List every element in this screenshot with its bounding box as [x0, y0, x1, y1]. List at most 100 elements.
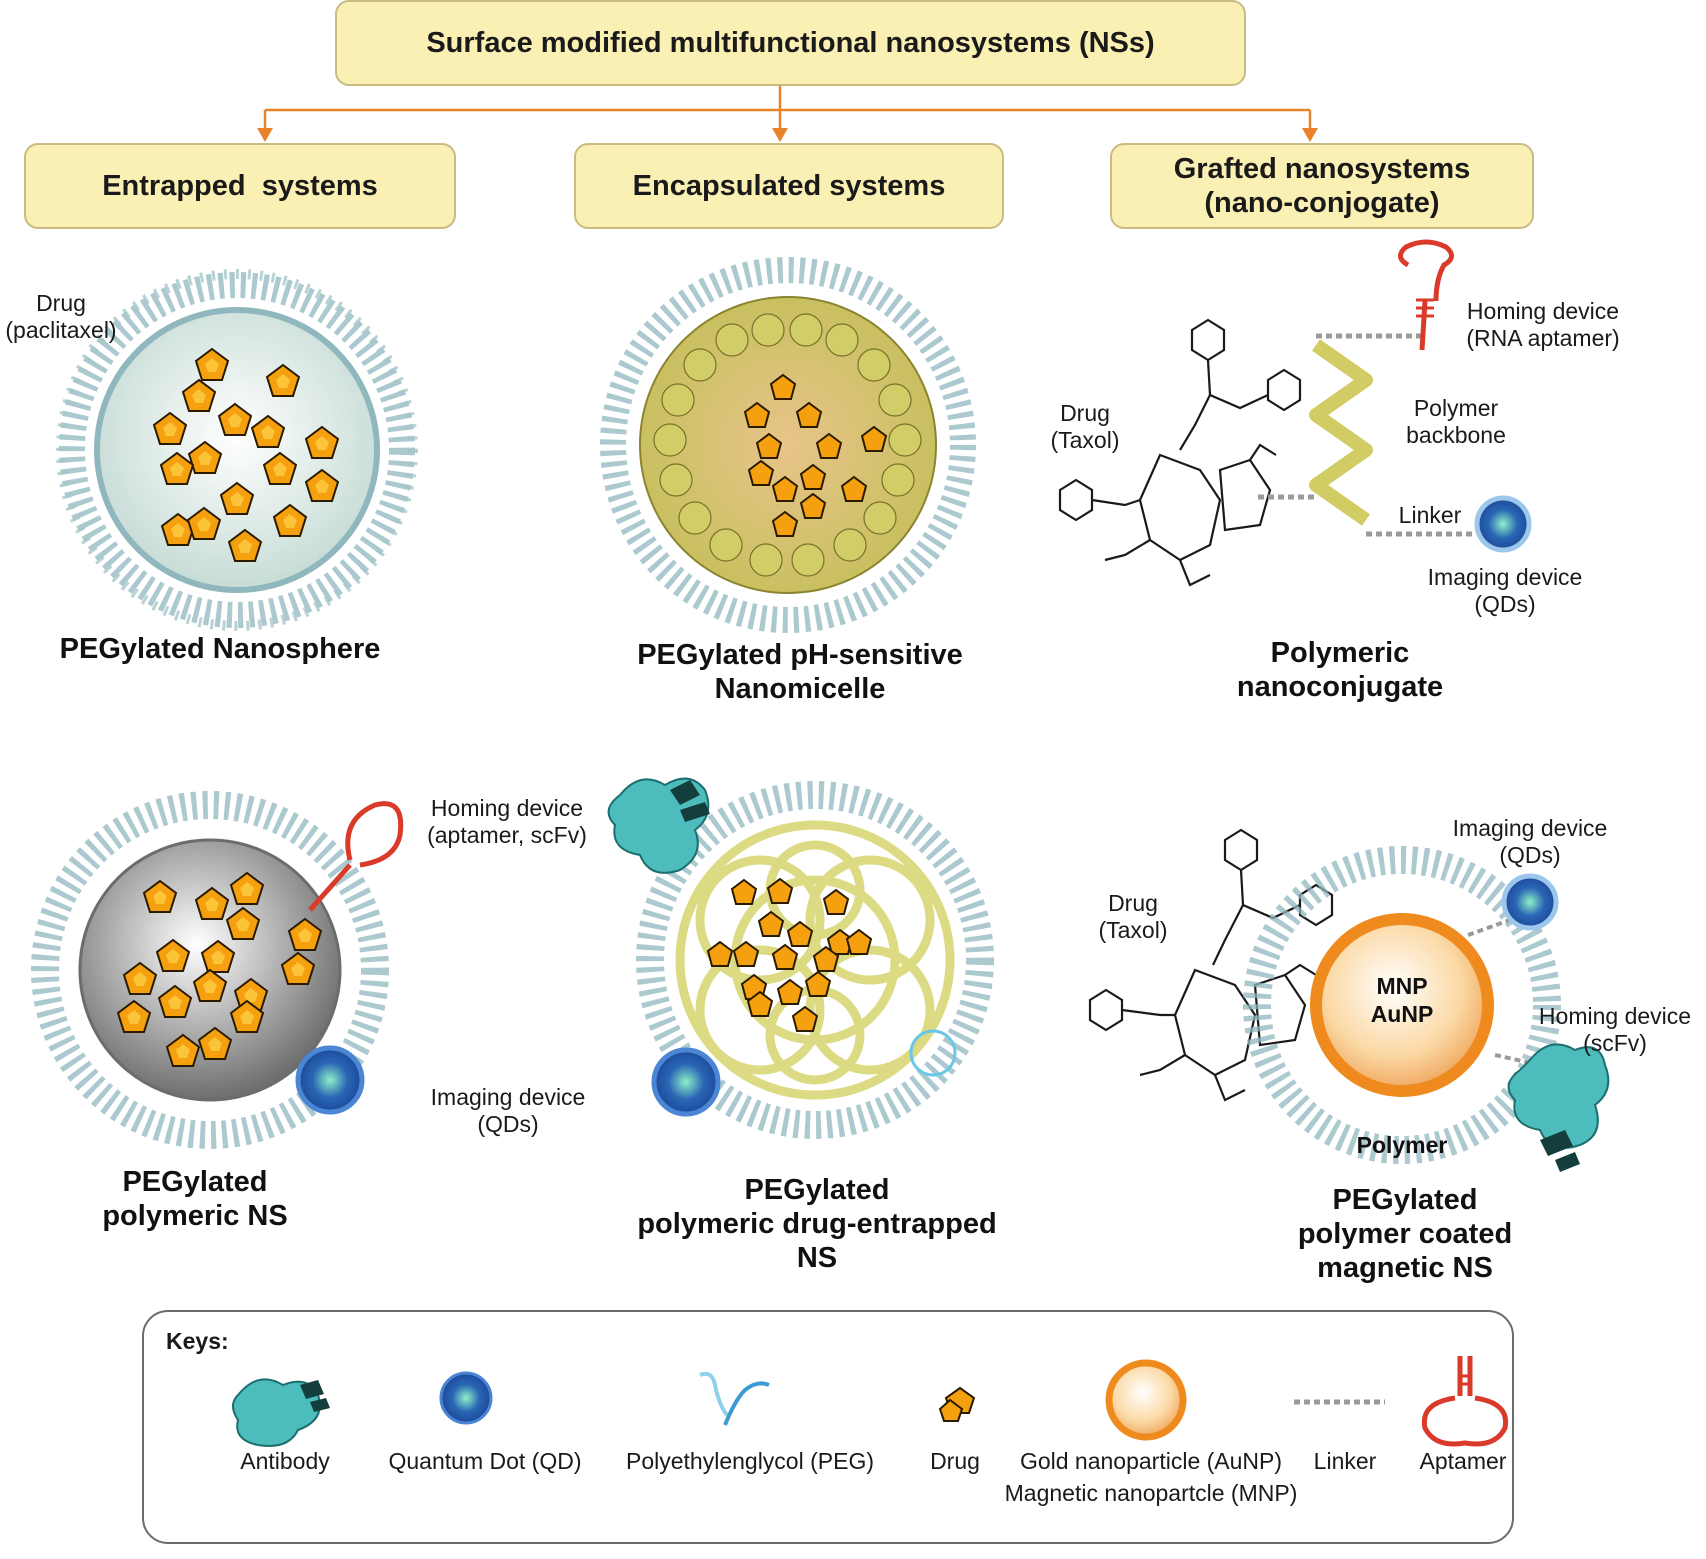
key-peg-label: Polyethylenglycol (PEG) — [626, 1448, 874, 1474]
conjugate-backbone-line1: Polymer — [1413, 395, 1499, 421]
nanosphere-title: PEGylated Nanosphere — [59, 633, 381, 665]
polymeric-ns-title-line1: PEGylated — [122, 1166, 268, 1198]
key-gold-icon — [1105, 1359, 1187, 1441]
magnetic-drug-label: Drug (Taxol) — [1088, 890, 1178, 944]
conjugate-drug-line2: (Taxol) — [1050, 427, 1120, 453]
category-encapsulated: Encapsulated systems — [574, 143, 1004, 229]
entrapped-imaging-label: Imaging device (QDs) — [418, 1084, 598, 1138]
micelle-title: PEGylated pH-sensitive Nanomicelle — [600, 638, 1000, 706]
polymer-backbone — [1309, 339, 1373, 526]
magnetic-title: PEGylated polymer coated magnetic NS — [1200, 1183, 1610, 1285]
connector-arrows — [263, 86, 1312, 130]
magnetic-title-line2: polymer coated — [1297, 1218, 1513, 1250]
key-aptamer-icon — [1421, 1356, 1509, 1447]
key-qd-icon — [439, 1371, 493, 1425]
magnetic-imaging-line1: Imaging device — [1452, 815, 1608, 841]
key-drug-label: Drug — [930, 1448, 980, 1474]
keys-panel — [142, 1310, 1514, 1544]
qd-2 — [295, 1045, 365, 1115]
magnetic-core-label: MNP AuNP — [1352, 972, 1452, 1028]
category-entrapped-label: Entrapped systems — [102, 170, 378, 202]
entrapped-homing-label: Homing device (aptamer, scFv) — [418, 795, 596, 849]
key-drug-icon — [938, 1386, 976, 1422]
category-grafted: Grafted nanosystems (nano-conjogate) — [1110, 143, 1534, 229]
magnetic-drug-line2: (Taxol) — [1098, 917, 1168, 943]
category-grafted-label-2: (nano-conjogate) — [1204, 187, 1440, 219]
qd-3 — [651, 1047, 721, 1117]
entrapped-homing-line1: Homing device — [430, 795, 584, 821]
polymeric-ns-title: PEGylated polymeric NS — [70, 1165, 320, 1233]
magnetic-homing-label: Homing device (scFv) — [1525, 1003, 1705, 1057]
magnetic-title-line1: PEGylated — [1332, 1184, 1478, 1216]
peg-corona-1 — [56, 269, 418, 631]
qd-1 — [1474, 495, 1532, 553]
magnetic-drug-line1: Drug — [1108, 890, 1158, 916]
drug-label-1-line2: (paclitaxel) — [5, 317, 117, 343]
polymeric-ns-graphic — [31, 791, 404, 1149]
conjugate-title: Polymeric nanoconjugate — [1150, 636, 1530, 704]
micelle-title-line2: Nanomicelle — [714, 673, 886, 705]
key-gold-line2: Magnetic nanopartcle (MNP) — [1004, 1480, 1298, 1506]
magnetic-homing-line1: Homing device — [1538, 1003, 1692, 1029]
conjugate-drug-line1: Drug — [1060, 400, 1110, 426]
drug-entrapped-title-line2: polymeric drug-entrapped — [637, 1208, 997, 1240]
conjugate-backbone-line2: backbone — [1406, 422, 1506, 448]
key-icons — [232, 1356, 1509, 1447]
key-gold-line1: Gold nanoparticle (AuNP) — [1019, 1448, 1283, 1474]
key-gold-label: Gold nanoparticle (AuNP) Magnetic nanopa… — [990, 1447, 1312, 1507]
antibody-2 — [1507, 1043, 1610, 1172]
conjugate-imaging-line1: Imaging device — [1427, 564, 1583, 590]
drug-entrapped-title: PEGylated polymeric drug-entrapped NS — [600, 1173, 1034, 1275]
nanosphere-graphic — [56, 269, 418, 631]
header-title: Surface modified multifunctional nanosys… — [426, 27, 1155, 59]
conjugate-title-line2: nanoconjugate — [1236, 671, 1444, 703]
drug-label-1: Drug (paclitaxel) — [0, 290, 122, 344]
conjugate-homing-line1: Homing device — [1466, 298, 1620, 324]
aptamer-2 — [308, 801, 404, 912]
category-encapsulated-label: Encapsulated systems — [632, 170, 946, 202]
drug-entrapped-title-line1: PEGylated — [744, 1174, 890, 1206]
entrapped-imaging-line2: (QDs) — [477, 1111, 539, 1137]
conjugate-linker-label: Linker — [1398, 502, 1462, 528]
micelle-graphic — [600, 257, 976, 633]
key-antibody-icon — [232, 1378, 330, 1447]
qd-4 — [1501, 873, 1559, 931]
key-aptamer-label: Aptamer — [1419, 1448, 1507, 1474]
aptamer-1 — [1398, 239, 1454, 351]
magnetic-imaging-line2: (QDs) — [1499, 842, 1561, 868]
taxol-structure-1 — [1058, 318, 1302, 587]
category-entrapped: Entrapped systems — [24, 143, 456, 229]
magnetic-core-line1: MNP — [1376, 973, 1428, 999]
antibody-1 — [607, 777, 710, 874]
conjugate-backbone-label: Polymer backbone — [1398, 395, 1514, 449]
conjugate-homing-label: Homing device (RNA aptamer) — [1458, 298, 1628, 352]
taxol-structure-2 — [1088, 828, 1334, 1102]
key-qd-label: Quantum Dot (QD) — [388, 1448, 582, 1474]
entrapped-imaging-line1: Imaging device — [430, 1084, 586, 1110]
key-antibody-label: Antibody — [240, 1448, 330, 1474]
key-linker-label: Linker — [1313, 1448, 1377, 1474]
conjugate-drug-label: Drug (Taxol) — [1040, 400, 1130, 454]
conjugate-graphic — [1058, 239, 1532, 587]
magnetic-core-line2: AuNP — [1370, 1001, 1434, 1027]
conjugate-title-line1: Polymeric — [1270, 637, 1410, 669]
keys-title: Keys: — [166, 1328, 229, 1354]
entrapped-homing-line2: (aptamer, scFv) — [427, 822, 587, 848]
drug-label-1-line1: Drug — [36, 290, 86, 316]
magnetic-imaging-label: Imaging device (QDs) — [1440, 815, 1620, 869]
gold-core — [1310, 913, 1494, 1097]
category-grafted-label-1: Grafted nanosystems — [1173, 153, 1471, 185]
header-box: Surface modified multifunctional nanosys… — [335, 0, 1246, 86]
polymeric-ns-title-line2: polymeric NS — [102, 1200, 288, 1232]
conjugate-homing-line2: (RNA aptamer) — [1466, 325, 1620, 351]
magnetic-graphic — [1088, 828, 1610, 1172]
drug-entrapped-graphic — [607, 777, 994, 1139]
key-peg-icon — [699, 1371, 770, 1426]
magnetic-title-line3: magnetic NS — [1317, 1252, 1493, 1284]
micelle-title-line1: PEGylated pH-sensitive — [637, 639, 963, 671]
magnetic-polymer-label: Polymer — [1356, 1132, 1448, 1158]
conjugate-imaging-line2: (QDs) — [1474, 591, 1536, 617]
conjugate-imaging-label: Imaging device (QDs) — [1415, 564, 1595, 618]
magnetic-homing-line2: (scFv) — [1583, 1030, 1647, 1056]
